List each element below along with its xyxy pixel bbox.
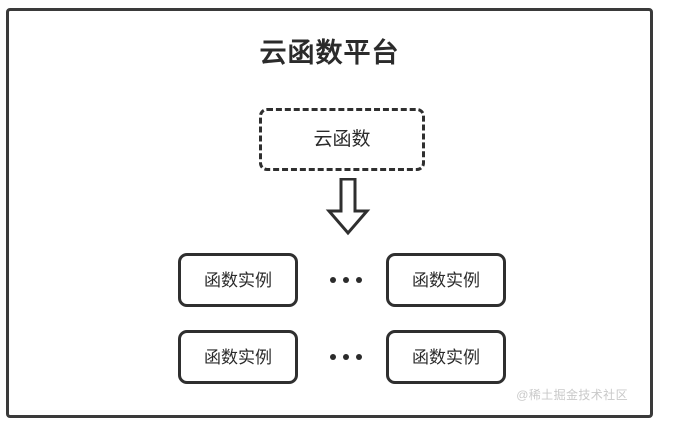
- instance-row: 函数实例 函数实例: [9, 330, 650, 384]
- ellipsis-icon: [313, 253, 379, 307]
- function-instance-label: 函数实例: [204, 347, 272, 367]
- function-instance-label: 函数实例: [412, 270, 480, 290]
- function-instance-node: 函数实例: [386, 253, 506, 307]
- ellipsis-dot: [356, 354, 362, 360]
- function-instance-node: 函数实例: [178, 330, 298, 384]
- ellipsis-dot: [356, 277, 362, 283]
- platform-container: 云函数平台 云函数 函数实例 函数实例 函数实例: [6, 8, 653, 418]
- cloud-function-node: 云函数: [259, 108, 425, 171]
- cloud-function-label: 云函数: [313, 129, 371, 150]
- ellipsis-dot: [343, 354, 349, 360]
- instance-row: 函数实例 函数实例: [9, 253, 650, 307]
- ellipsis-icon: [313, 330, 379, 384]
- ellipsis-dot: [343, 277, 349, 283]
- function-instance-label: 函数实例: [412, 347, 480, 367]
- function-instance-label: 函数实例: [204, 270, 272, 290]
- down-arrow-icon: [324, 178, 372, 236]
- ellipsis-dot: [330, 354, 336, 360]
- function-instance-node: 函数实例: [386, 330, 506, 384]
- ellipsis-dot: [330, 277, 336, 283]
- function-instance-node: 函数实例: [178, 253, 298, 307]
- watermark: @稀土掘金技术社区: [516, 388, 628, 402]
- page-title: 云函数平台: [259, 38, 400, 68]
